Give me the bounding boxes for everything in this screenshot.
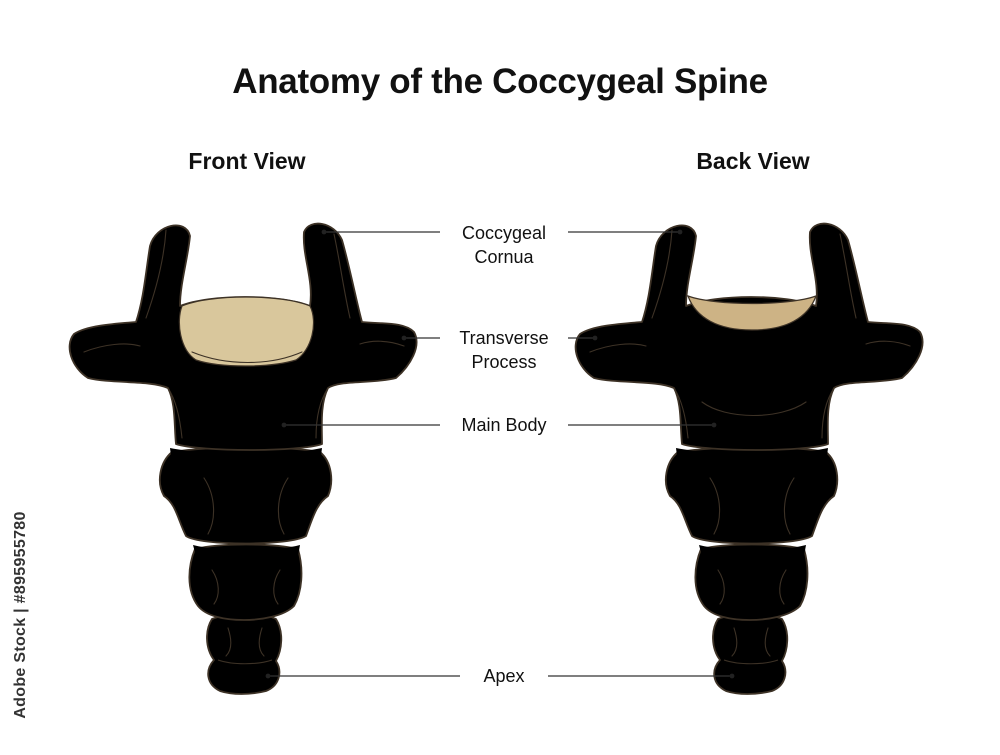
label-cornua-line1: Coccygeal xyxy=(444,221,564,245)
label-main-body: Main Body xyxy=(440,413,568,437)
watermark-text: Adobe Stock | #895955780 xyxy=(12,511,30,718)
stock-watermark: Adobe Stock | #895955780 xyxy=(6,515,36,715)
label-transverse-line2: Process xyxy=(444,350,564,374)
label-cornua-line2: Cornua xyxy=(444,245,564,269)
front-coccyx xyxy=(70,224,417,694)
label-apex: Apex xyxy=(460,664,548,688)
label-coccygeal-cornua: Coccygeal Cornua xyxy=(440,221,568,269)
back-coccyx xyxy=(576,224,923,694)
label-transverse-line1: Transverse xyxy=(444,326,564,350)
label-transverse-process: Transverse Process xyxy=(440,326,568,374)
